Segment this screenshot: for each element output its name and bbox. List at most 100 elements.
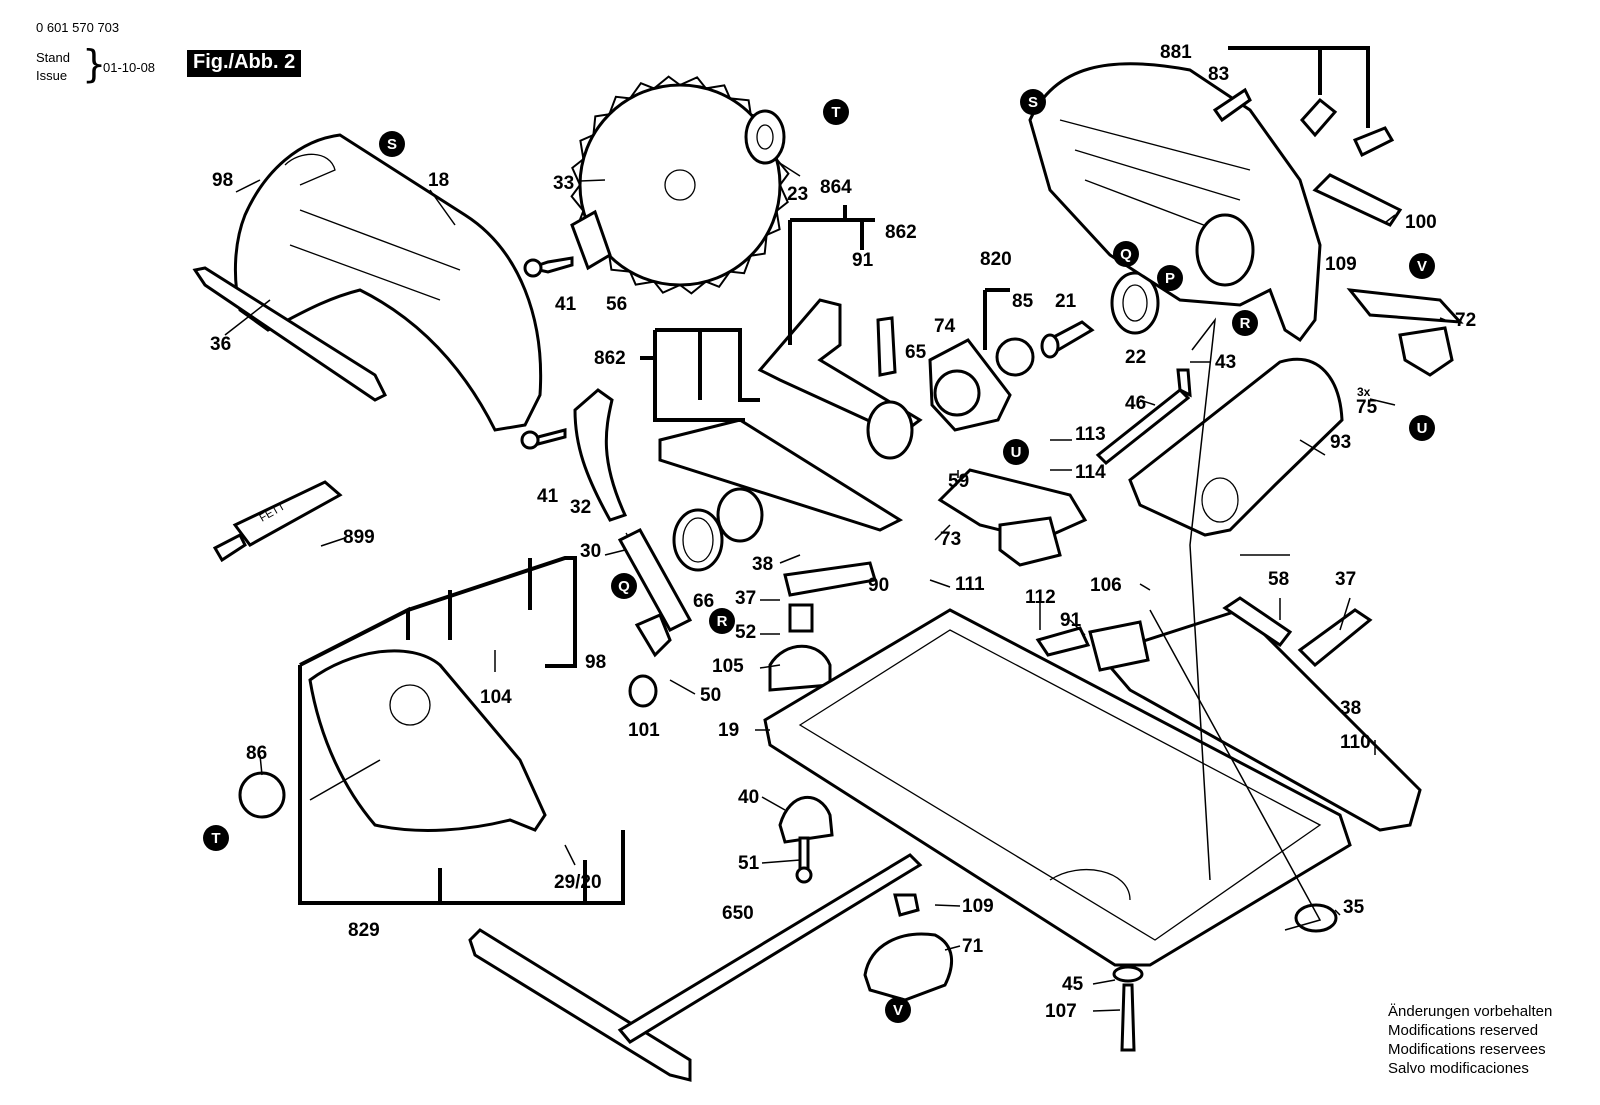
- hex-key: [1095, 387, 1191, 466]
- label-40: 40: [738, 787, 759, 808]
- disclaimer-line-en: Modifications reserved: [1388, 1022, 1539, 1039]
- label-106: 106: [1090, 575, 1122, 596]
- label-90: 90: [868, 575, 889, 596]
- lower-blade-guard: [308, 649, 547, 832]
- leader-lines: [224, 159, 1446, 1012]
- marker-p-gear-text: P: [1165, 270, 1175, 287]
- label-58: 58: [1268, 569, 1289, 590]
- label-899: 899: [343, 527, 375, 548]
- label-36: 36: [210, 334, 231, 355]
- label-33: 33: [553, 173, 574, 194]
- disclaimer-line-es: Salvo modificaciones: [1388, 1060, 1529, 1077]
- marker-s-housing: [1020, 89, 1046, 115]
- label-101: 101: [628, 720, 660, 741]
- locking-knob: [1294, 903, 1338, 933]
- marker-p-gear: [1157, 265, 1183, 291]
- label-862-left: 862: [594, 348, 626, 369]
- label-75: 75: [1356, 397, 1378, 418]
- label-23: 23: [787, 184, 808, 205]
- label-29-20: 29/20: [554, 872, 602, 893]
- label-66: 66: [693, 591, 714, 612]
- marker-q-guard: [611, 573, 637, 599]
- part-drawings: FETT: [192, 62, 1464, 1082]
- label-91-bottom: 91: [1060, 610, 1082, 631]
- label-43: 43: [1215, 352, 1236, 373]
- label-30: 30: [580, 541, 601, 562]
- marker-r-housing: [1232, 310, 1258, 336]
- marker-r-housing-text: R: [1240, 315, 1251, 332]
- bearing-ring: [672, 508, 724, 572]
- label-93: 93: [1330, 432, 1351, 453]
- label-111: 111: [955, 574, 985, 595]
- carbon-brush: [876, 316, 897, 377]
- marker-v-clamp-text: V: [1417, 258, 1427, 275]
- label-113: 113: [1075, 424, 1106, 445]
- label-38-right: 38: [1340, 698, 1361, 719]
- label-56: 56: [606, 294, 627, 315]
- label-83: 83: [1208, 64, 1229, 85]
- disclaimer-line-de: Änderungen vorbehalten: [1388, 1003, 1553, 1020]
- label-72: 72: [1455, 310, 1476, 331]
- part-labels: 98 18 36 41 33 23 56 864 91 862 820 74 8…: [210, 42, 1476, 1022]
- disclaimer: Änderungen vorbehalten Modifications res…: [1388, 1002, 1552, 1078]
- reference-markers: S S T T Q Q P R R V V U U: [203, 89, 1435, 1023]
- riving-knife: [573, 388, 628, 522]
- marker-t-ring-text: T: [211, 830, 220, 847]
- stand-label: Stand: [36, 50, 70, 65]
- base-plate: [763, 608, 1352, 967]
- marker-s-guard-text: S: [387, 136, 397, 153]
- trigger-lever: [1312, 173, 1403, 227]
- label-50: 50: [700, 685, 721, 706]
- label-862-top: 862: [885, 222, 917, 243]
- label-38-left: 38: [752, 554, 773, 575]
- marker-u-bracket: [1003, 439, 1029, 465]
- part-number: 0 601 570 703: [36, 20, 120, 35]
- label-114: 114: [1075, 462, 1106, 483]
- label-65: 65: [905, 342, 927, 363]
- marker-u-screw-text: U: [1417, 420, 1428, 437]
- brace-glyph: }: [82, 42, 107, 86]
- label-86: 86: [246, 743, 267, 764]
- marker-t-flange: [823, 99, 849, 125]
- outer-flange: [744, 109, 786, 165]
- upper-blade-guard: [233, 133, 543, 432]
- marker-t-ring: [203, 825, 229, 851]
- label-41-top: 41: [555, 294, 577, 315]
- label-98-top: 98: [212, 170, 233, 191]
- label-820: 820: [980, 249, 1012, 270]
- protective-cap: [863, 932, 954, 1002]
- label-32: 32: [570, 497, 591, 518]
- marker-t-flange-text: T: [831, 104, 840, 121]
- retaining-ring: [238, 771, 286, 819]
- issue-date: 01-10-08: [103, 60, 156, 75]
- label-98-bottom: 98: [585, 652, 606, 673]
- label-74: 74: [934, 316, 956, 337]
- tilt-clamp: [1346, 288, 1464, 324]
- label-650: 650: [722, 903, 754, 924]
- label-51: 51: [738, 853, 760, 874]
- label-21: 21: [1055, 291, 1077, 312]
- marker-q-guard-text: Q: [618, 578, 630, 595]
- marker-v-cap-text: V: [893, 1002, 903, 1019]
- label-37-left: 37: [735, 588, 756, 609]
- label-73: 73: [940, 529, 961, 550]
- carriage-bracket: [757, 298, 923, 437]
- marker-u-bracket-text: U: [1011, 444, 1022, 461]
- label-41-bottom: 41: [537, 486, 559, 507]
- gear: [1110, 271, 1160, 335]
- marker-q-housing: [1113, 241, 1139, 267]
- marker-s-housing-text: S: [1028, 94, 1038, 111]
- label-105: 105: [712, 656, 744, 677]
- label-52: 52: [735, 622, 756, 643]
- handle-cover: [1128, 357, 1344, 537]
- label-22: 22: [1125, 347, 1146, 368]
- parallel-guide: [468, 928, 692, 1082]
- label-59: 59: [948, 471, 969, 492]
- label-112: 112: [1025, 587, 1056, 608]
- label-107: 107: [1045, 1001, 1077, 1022]
- label-864: 864: [820, 177, 852, 198]
- grouping-brackets: [298, 46, 1370, 905]
- label-829: 829: [348, 920, 380, 941]
- figure-title: Fig./Abb. 2: [187, 50, 302, 77]
